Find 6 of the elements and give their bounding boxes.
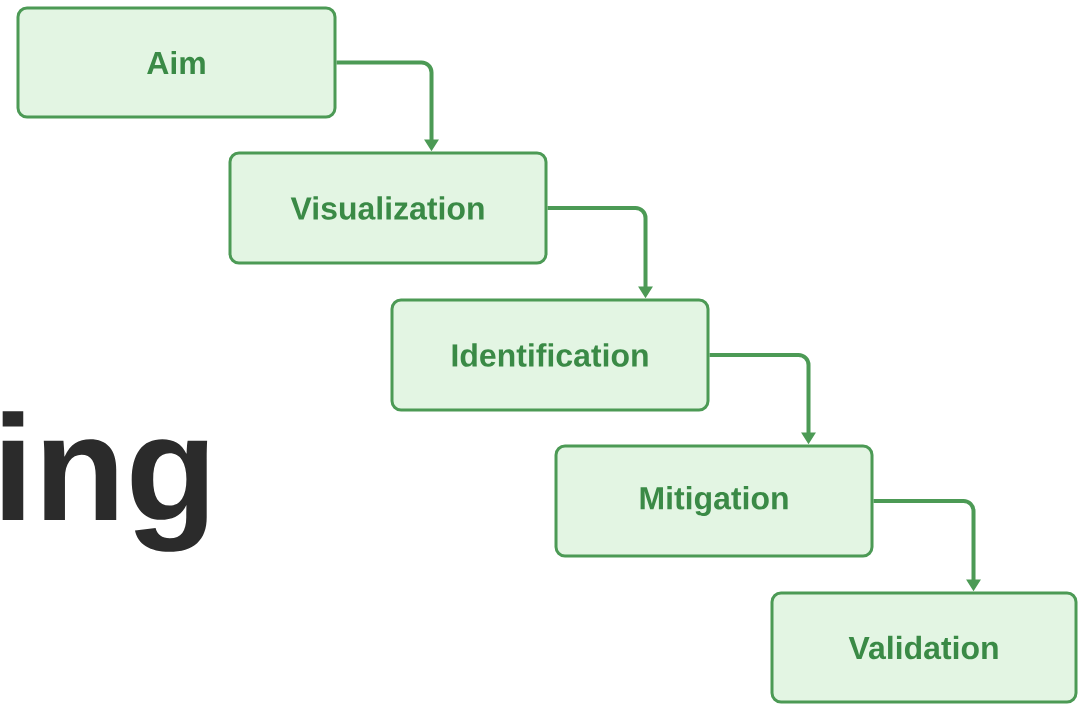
process-box: Validation	[770, 591, 1078, 704]
heading-text: ing	[2, 411, 208, 552]
process-box: Identification	[390, 298, 710, 412]
process-box: Mitigation	[554, 444, 874, 558]
process-box: Visualization	[228, 151, 548, 265]
process-box: Aim	[16, 6, 337, 119]
